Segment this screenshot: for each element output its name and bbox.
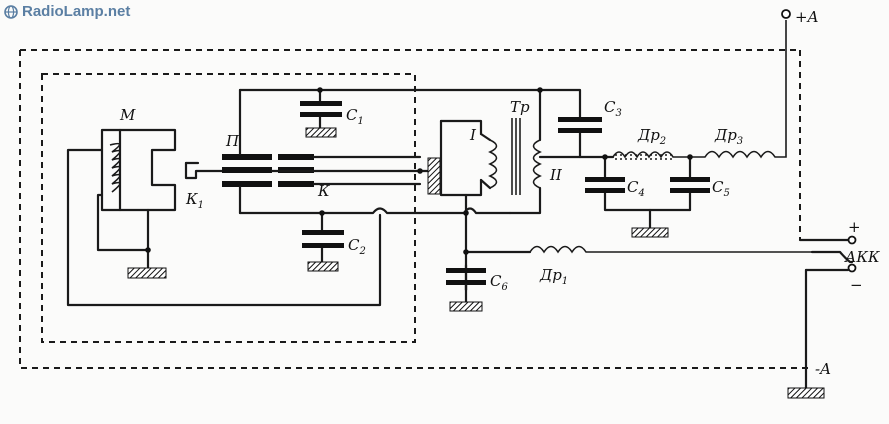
- microphone-m: [66, 128, 382, 307]
- switch-p: [222, 88, 272, 215]
- switch-k: [270, 154, 432, 187]
- label-minus-a: -A: [815, 360, 831, 378]
- label-akk-plus: +: [848, 218, 861, 236]
- label-c6: С6: [490, 272, 508, 293]
- ground-plate: [427, 157, 441, 195]
- label-dr3: Др3: [714, 126, 743, 147]
- capacitor-c2: [302, 211, 344, 272]
- choke-dr3: [688, 20, 787, 159]
- capacitor-c4: [585, 155, 692, 212]
- inner-shield: [41, 73, 416, 343]
- label-akk-minus: −: [850, 276, 863, 294]
- label-c3: С3: [604, 98, 622, 119]
- label-m: М: [119, 106, 136, 124]
- watermark-text: RadioLamp.net: [22, 3, 131, 20]
- contact-k1: [184, 161, 232, 180]
- label-dr1: Др1: [539, 266, 568, 287]
- label-c1: С1: [346, 106, 364, 127]
- label-winding-1: I: [469, 126, 477, 144]
- choke-dr1: [464, 245, 812, 254]
- capacitor-c5: [631, 155, 710, 238]
- label-plus-a: +A: [795, 8, 819, 26]
- label-c5: С5: [712, 178, 730, 199]
- capacitor-c3: [538, 88, 615, 159]
- battery-akk: [787, 235, 857, 399]
- label-tr: Тр: [510, 98, 530, 116]
- label-winding-2: II: [549, 166, 563, 184]
- label-akk: АКК: [844, 248, 880, 266]
- globe-icon: [4, 4, 18, 19]
- label-k: К: [317, 182, 330, 200]
- label-c4: С4: [627, 178, 645, 199]
- capacitor-c1: [300, 88, 342, 138]
- terminal-plus-a: [781, 9, 791, 19]
- choke-dr2: [612, 151, 688, 160]
- label-k1: К1: [185, 190, 204, 211]
- outer-shield: [19, 49, 808, 369]
- label-p: П: [225, 132, 240, 150]
- bottom-bus: [238, 207, 512, 215]
- watermark: RadioLamp.net: [4, 3, 130, 20]
- transformer-tr: [439, 88, 542, 292]
- label-c2: С2: [348, 236, 366, 257]
- capacitor-c6: [446, 263, 486, 312]
- label-dr2: Др2: [637, 126, 666, 147]
